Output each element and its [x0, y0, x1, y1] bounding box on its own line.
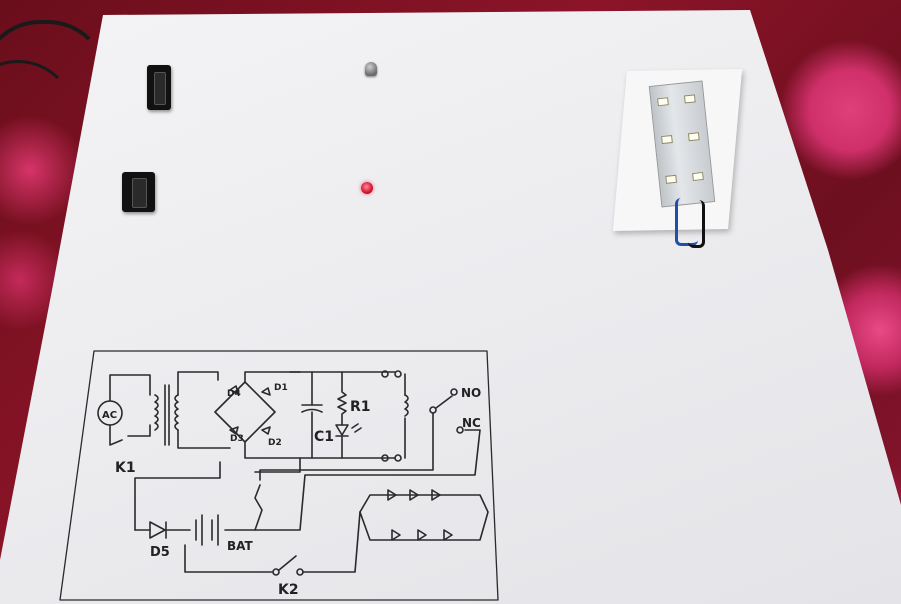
power-cable: [0, 20, 108, 228]
blue-wire: [675, 198, 698, 246]
smd-led: [665, 174, 678, 184]
smd-led: [657, 97, 669, 107]
black-wire: [688, 200, 705, 248]
indicator-led-red: [361, 182, 373, 194]
smd-led: [687, 132, 700, 142]
smd-led: [692, 171, 704, 182]
indicator-led-clear: [365, 62, 377, 76]
rocker-switch-bottom[interactable]: [122, 172, 155, 212]
rocker-switch-top[interactable]: [147, 65, 171, 110]
power-cable-2: [0, 60, 76, 236]
smd-led: [683, 94, 696, 104]
smd-led: [661, 134, 673, 145]
